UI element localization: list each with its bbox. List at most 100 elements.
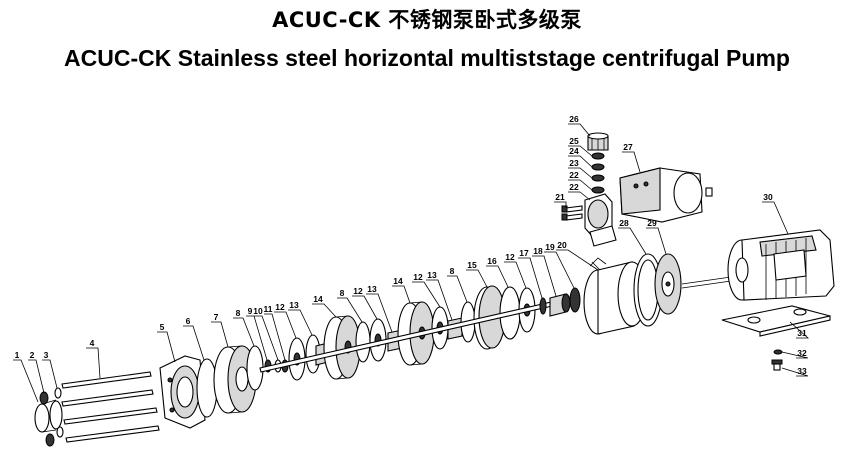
part-28-adapter-ring: [633, 253, 663, 327]
part-23-washer: [591, 174, 605, 182]
svg-text:27: 27: [623, 142, 633, 152]
callout-11: 11: [264, 304, 286, 361]
callout-12: 12: [274, 302, 297, 339]
svg-text:20: 20: [557, 240, 567, 250]
callout-28: 28: [618, 218, 647, 255]
svg-text:19: 19: [545, 242, 555, 252]
title-english: ACUC-CK Stainless steel horizontal multi…: [64, 45, 790, 71]
part-30-motor: [681, 229, 835, 301]
callout-8b: 8: [337, 288, 363, 323]
svg-text:4: 4: [90, 338, 95, 348]
callout-10: 10: [253, 306, 279, 361]
title-chinese: ACUC-CK 不锈钢泵卧式多级泵: [272, 8, 582, 32]
part-8-ring-2: [355, 321, 371, 363]
svg-text:3: 3: [44, 350, 49, 360]
svg-text:5: 5: [160, 322, 165, 332]
part-4-tie-rods: [61, 371, 160, 443]
svg-text:16: 16: [487, 256, 497, 266]
callout-22b: 22: [568, 170, 593, 191]
svg-text:21: 21: [555, 192, 565, 202]
callout-1: 1: [13, 350, 39, 403]
svg-text:9: 9: [248, 306, 253, 316]
svg-text:13: 13: [427, 270, 437, 280]
callout-13c: 13: [426, 270, 453, 321]
callout-14: 14: [312, 294, 337, 318]
svg-text:32: 32: [797, 348, 807, 358]
svg-text:13: 13: [367, 284, 377, 294]
callout-22a: 22: [568, 182, 591, 201]
svg-text:14: 14: [393, 276, 403, 286]
svg-text:33: 33: [797, 366, 807, 376]
part-2-nut: [39, 391, 55, 447]
callout-5: 5: [157, 322, 176, 363]
callout-24: 24: [568, 146, 593, 168]
part-22-discharge-head: [584, 193, 617, 247]
callout-8: 8: [233, 308, 255, 347]
part-25-o-ring: [591, 152, 605, 160]
part-21-bolts: [561, 205, 583, 221]
part-callouts: 1 2 3 4 5 6 7 8 9 10 11 12 13 14 8 12 13…: [13, 114, 810, 403]
callout-13b: 13: [366, 284, 393, 333]
svg-text:22: 22: [569, 170, 579, 180]
part-19-seal-seat: [569, 287, 581, 313]
part-12-impeller-2: [369, 318, 387, 362]
svg-text:11: 11: [264, 304, 273, 314]
svg-text:8: 8: [236, 308, 241, 318]
callout-21: 21: [554, 192, 567, 208]
part-27-control-box: [619, 167, 713, 223]
part-1-end-cap: [34, 399, 63, 433]
callout-32: 32: [781, 348, 809, 359]
part-17-seal-ring: [539, 297, 547, 315]
svg-text:18: 18: [533, 246, 543, 256]
svg-text:28: 28: [619, 218, 629, 228]
part-18-mechanical-seal: [549, 293, 571, 317]
svg-text:2: 2: [30, 350, 35, 360]
callout-15: 15: [466, 260, 488, 288]
part-22-gasket: [591, 186, 605, 194]
callout-17: 17: [518, 248, 543, 299]
callout-16: 16: [486, 256, 509, 288]
callout-25: 25: [568, 136, 593, 157]
callout-7: 7: [211, 312, 229, 348]
callout-23: 23: [568, 158, 593, 179]
callout-6: 6: [183, 316, 205, 361]
callout-30: 30: [762, 192, 789, 235]
svg-text:1: 1: [15, 350, 20, 360]
svg-text:17: 17: [519, 248, 529, 258]
part-3-washer: [54, 387, 64, 438]
callout-19: 19: [544, 242, 575, 289]
svg-text:15: 15: [467, 260, 477, 270]
svg-text:8: 8: [450, 266, 455, 276]
svg-text:12: 12: [505, 252, 515, 262]
callout-18: 18: [532, 246, 557, 297]
callout-14b: 14: [392, 276, 411, 304]
part-26-vent-plug: [587, 132, 609, 151]
svg-text:14: 14: [313, 294, 323, 304]
callout-3: 3: [42, 350, 58, 389]
part-32-washer: [773, 349, 783, 355]
callout-31: 31: [789, 321, 810, 339]
part-29-motor-flange: [654, 253, 682, 315]
part-5-inlet-casing: [159, 355, 206, 429]
callout-27: 27: [622, 142, 641, 173]
svg-text:13: 13: [289, 300, 299, 310]
part-24-nut: [591, 163, 605, 171]
svg-text:6: 6: [186, 316, 191, 326]
svg-text:12: 12: [413, 272, 423, 282]
svg-text:12: 12: [275, 302, 285, 312]
exploded-pump-diagram: 1 2 3 4 5 6 7 8 9 10 11 12 13 14 8 12 13…: [13, 114, 835, 447]
callout-20: 20: [556, 240, 599, 271]
svg-text:23: 23: [569, 158, 579, 168]
svg-text:8: 8: [340, 288, 345, 298]
callout-2: 2: [28, 350, 45, 394]
part-31-base-plate: [721, 305, 831, 337]
svg-text:7: 7: [214, 312, 219, 322]
callout-12d: 12: [504, 252, 527, 289]
svg-text:25: 25: [569, 136, 579, 146]
callout-4: 4: [86, 338, 101, 379]
part-33-bolt: [771, 359, 783, 371]
svg-text:10: 10: [253, 306, 263, 316]
svg-text:30: 30: [763, 192, 773, 202]
callout-26: 26: [568, 114, 591, 137]
callout-8c: 8: [447, 266, 468, 303]
